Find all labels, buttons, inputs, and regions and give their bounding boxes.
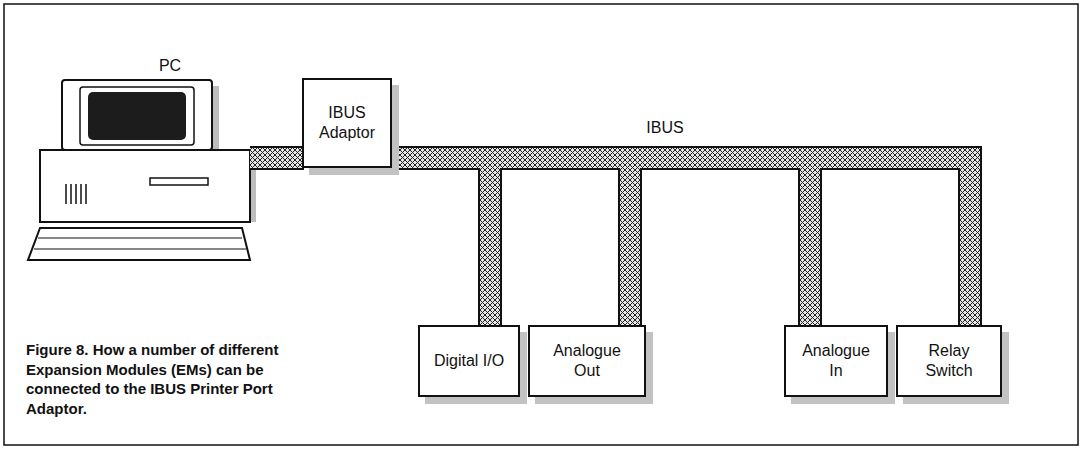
node-label: IBUS Adaptor bbox=[314, 103, 380, 143]
figure-frame bbox=[4, 4, 1078, 445]
module-box: Digital I/O bbox=[418, 325, 520, 397]
bus-label: IBUS bbox=[620, 118, 710, 137]
bus-outline bbox=[250, 146, 304, 170]
node-label: Relay Switch bbox=[908, 341, 990, 381]
bus-band bbox=[250, 148, 304, 168]
bus-connector bbox=[390, 158, 490, 325]
node-label: Digital I/O bbox=[434, 351, 504, 371]
figure-caption: Figure 8. How a number of different Expa… bbox=[26, 340, 294, 418]
node-text-group: Analogue In bbox=[796, 341, 876, 381]
node-text-group: Relay Switch bbox=[908, 341, 990, 381]
adaptor-box: IBUS Adaptor bbox=[302, 78, 392, 168]
node-label: Analogue Out bbox=[540, 341, 634, 381]
pc-illustration bbox=[28, 80, 256, 260]
node-label: Analogue In bbox=[796, 341, 876, 381]
bus-connector bbox=[390, 158, 630, 325]
bus-connector bbox=[390, 158, 810, 325]
bus-outline bbox=[390, 158, 810, 326]
node-text-group: Digital I/O bbox=[434, 351, 504, 371]
bus-outline bbox=[390, 158, 490, 326]
module-box: Analogue In bbox=[784, 325, 888, 397]
node-text-group: IBUS Adaptor bbox=[314, 103, 380, 143]
bus-connector bbox=[390, 158, 970, 325]
bus-outline bbox=[390, 158, 630, 326]
bus-outline bbox=[390, 158, 970, 326]
computer-label: PC bbox=[130, 56, 210, 75]
module-box: Analogue Out bbox=[528, 325, 646, 397]
module-box: Relay Switch bbox=[896, 325, 1002, 397]
node-text-group: Analogue Out bbox=[540, 341, 634, 381]
